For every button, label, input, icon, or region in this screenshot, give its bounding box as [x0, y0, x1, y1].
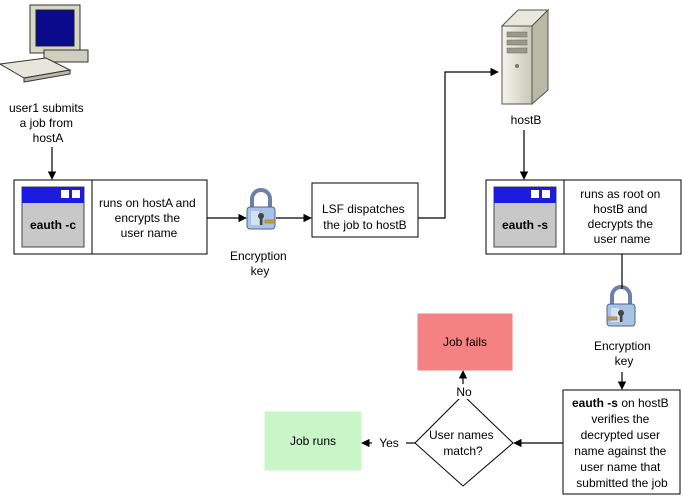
svg-text:eauth -s on hostB verifi: eauth -s on hostB verifies the decrypted… — [572, 396, 672, 490]
server-window: eauth -s — [485, 179, 565, 255]
svg-text:Job fails: Job fails — [443, 335, 487, 349]
svg-text:LSF dispatches the job t: LSF dispatches the job to hostB — [322, 202, 408, 232]
server-icon — [500, 8, 550, 106]
key-left-caption: Encryption key — [230, 249, 290, 278]
server-command: eauth -s — [502, 218, 548, 232]
window-minimize-icon — [531, 190, 539, 198]
svg-text:runs as root on hostB an: runs as root on hostB and decrypts the u… — [580, 187, 663, 246]
no-label-bg — [455, 384, 472, 399]
workstation-icon — [0, 4, 89, 83]
job-fails-box: Job fails — [417, 313, 513, 371]
client-window: eauth -c — [13, 179, 93, 255]
dispatch-box: LSF dispatches the job to hostB — [311, 182, 419, 238]
window-minimize-icon — [61, 190, 69, 198]
key-right-caption: Encryption key — [594, 339, 654, 368]
padlock-icon — [246, 188, 276, 230]
yes-label: Yes — [379, 436, 399, 450]
edge-to-hostB — [418, 67, 499, 219]
server-note-box: runs as root on hostB and decrypts the u… — [563, 179, 682, 255]
window-close-icon — [72, 190, 80, 198]
job-runs-box: Job runs — [264, 411, 362, 471]
window-close-icon — [542, 190, 550, 198]
client-command: eauth -c — [30, 218, 76, 232]
client-note-box: runs on hostA and encrypts the user name — [91, 179, 208, 255]
verify-box: eauth -s on hostB verifies the decrypted… — [562, 389, 681, 495]
connectors — [47, 67, 627, 448]
server-caption: hostB — [511, 113, 542, 127]
svg-text:User names match?: User names match? — [429, 428, 497, 458]
svg-text:Job runs: Job runs — [290, 434, 336, 448]
svg-text:runs on hostA and encryp: runs on hostA and encrypts the user name — [99, 196, 199, 240]
decision-diamond: User names match? — [414, 394, 514, 487]
workstation-caption: user1 submits a job from hostA — [9, 101, 87, 145]
no-label: No — [456, 385, 472, 399]
padlock-icon — [606, 285, 636, 327]
